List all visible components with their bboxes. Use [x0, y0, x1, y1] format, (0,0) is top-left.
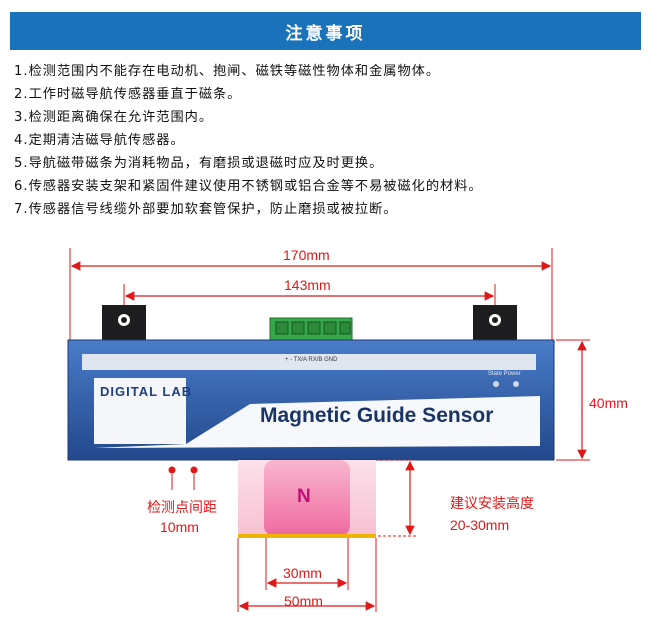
banner-title: 注意事项 [285, 23, 366, 44]
note-item: 3.检测距离确保在允许范围内。 [14, 110, 214, 125]
magnet-pole-label: N [297, 486, 311, 507]
magnet-width-dimension [265, 538, 349, 590]
mounting-ears [102, 305, 517, 345]
terminal-block [269, 317, 353, 345]
probe-spacing-title: 检测点间距 [147, 499, 217, 515]
brand-logo: DIGITAL LAB [100, 384, 193, 399]
product-name: Magnetic Guide Sensor [260, 404, 494, 427]
install-height-value: 20-30mm [450, 517, 510, 533]
install-height-marker [378, 459, 418, 537]
note-item: 5.导航磁带磁条为消耗物品，有磨损或退磁时应及时更换。 [14, 156, 384, 171]
notes-list: 1.检测范围内不能存在电动机、抱闸、磁铁等磁性物体和金属物体。 2.工作时磁导航… [14, 60, 644, 221]
height-dimension [556, 339, 590, 461]
magnet-width-label: 30mm [283, 565, 322, 581]
note-item: 1.检测范围内不能存在电动机、抱闸、磁铁等磁性物体和金属物体。 [14, 64, 441, 79]
height-label: 40mm [589, 395, 628, 411]
mount-spacing-label: 143mm [284, 277, 331, 293]
indicator-labels: State Power [488, 371, 521, 377]
overall-width-label: 170mm [283, 247, 330, 263]
note-item: 4.定期清洁磁导航传感器。 [14, 133, 185, 148]
note-item: 7.传感器信号线缆外部要加软套管保护，防止磨损或被拉断。 [14, 202, 398, 217]
install-height-title: 建议安装高度 [450, 495, 534, 511]
notice-banner: 注意事项 [10, 12, 641, 50]
note-item: 2.工作时磁导航传感器垂直于磁条。 [14, 87, 242, 102]
note-item: 6.传感器安装支架和紧固件建议使用不锈钢或铝合金等不易被磁化的材料。 [14, 179, 483, 194]
probe-spacing-value: 10mm [160, 519, 199, 535]
probe-spacing-marker [168, 466, 198, 490]
top-strip-label: + - TX/A RX/B GND [285, 357, 338, 363]
tape-width-label: 50mm [284, 593, 323, 609]
